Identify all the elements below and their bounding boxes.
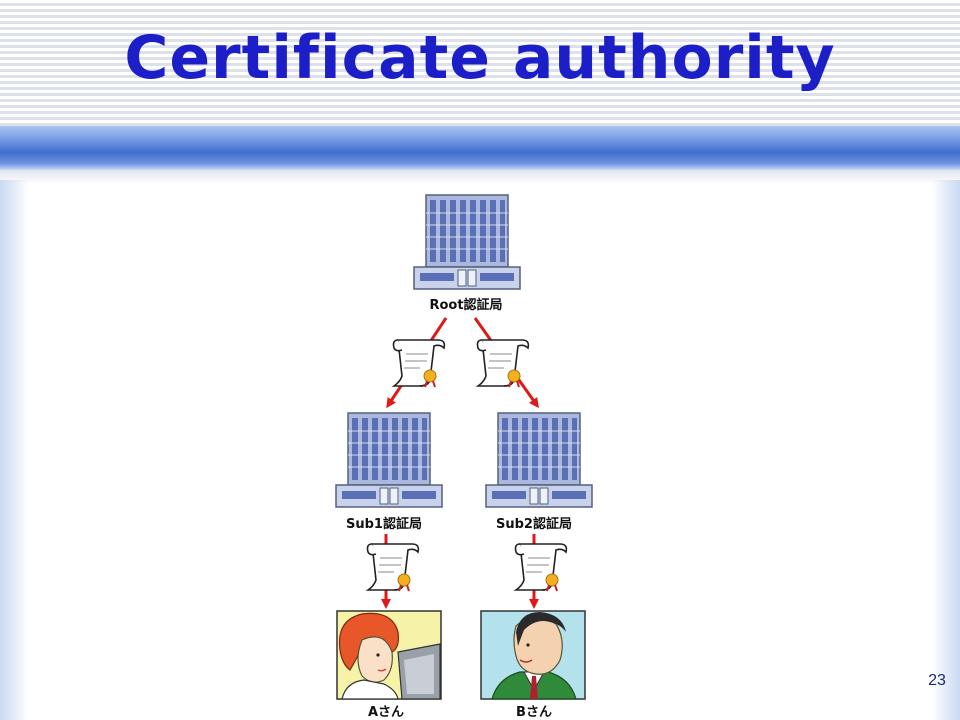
user-a-node: Aさん — [336, 610, 442, 720]
user-b-node: Bさん — [480, 610, 586, 720]
edge-root-sub2 — [473, 317, 539, 409]
header-background — [0, 0, 960, 126]
root-ca-node: Root認証局 — [413, 194, 521, 313]
page-number: 23 — [928, 672, 946, 689]
woman-at-computer-icon — [336, 610, 442, 700]
title-bar-shadow — [0, 170, 960, 184]
sub1-ca-node: Sub1認証局 — [335, 412, 443, 532]
slide-title: Certificate authority — [124, 23, 836, 93]
user-b-label: Bさん — [516, 705, 552, 720]
certificate-scroll-icon — [392, 339, 446, 388]
sub2-ca-node: Sub2認証局 — [485, 412, 593, 532]
left-border-glow — [0, 180, 28, 720]
user-a-label: Aさん — [368, 705, 404, 720]
root-ca-label: Root認証局 — [429, 297, 502, 313]
edge-root-sub1 — [386, 317, 448, 409]
edge-sub2-user-b — [514, 534, 568, 609]
right-border-glow — [932, 180, 960, 720]
server-building-icon — [335, 412, 443, 508]
edge-sub1-user-a — [366, 534, 420, 609]
certificate-scroll-icon — [514, 543, 568, 592]
sub2-ca-label: Sub2認証局 — [496, 516, 572, 532]
man-portrait-icon — [480, 610, 586, 700]
sub1-ca-label: Sub1認証局 — [346, 516, 422, 532]
server-building-icon — [485, 412, 593, 508]
certificate-scroll-icon — [366, 543, 420, 592]
server-building-icon — [413, 194, 521, 290]
title-bar — [0, 126, 960, 170]
